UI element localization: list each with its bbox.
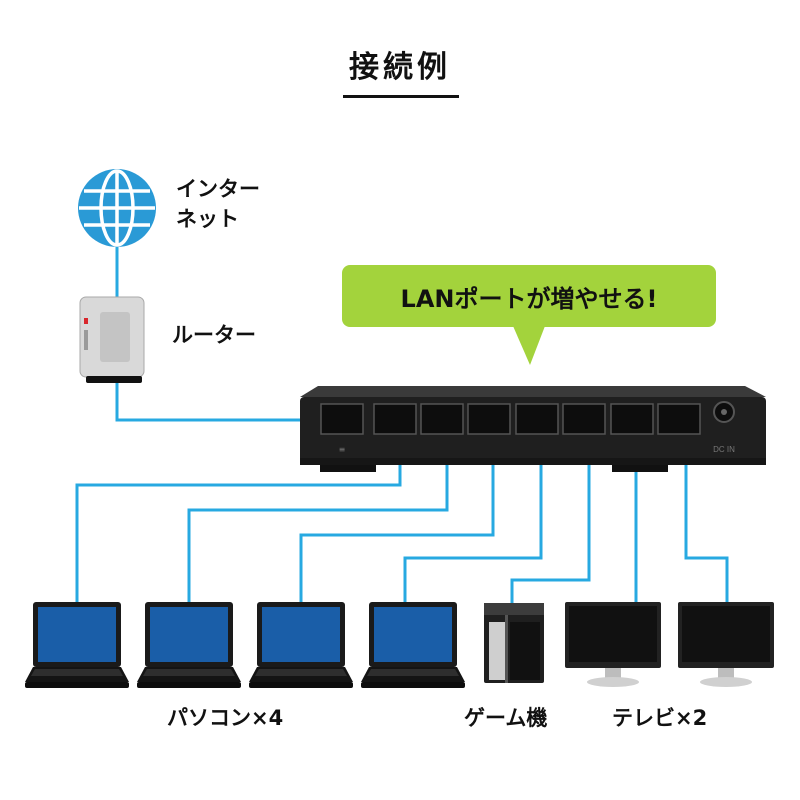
tv-label: テレビ×2	[612, 706, 708, 730]
port-mark: ≡	[339, 445, 346, 454]
pc-label: パソコン×4	[167, 706, 284, 730]
callout-tail	[513, 326, 545, 365]
internet-label-line2: ネット	[176, 207, 239, 231]
diagram-title: 接続例	[349, 50, 451, 85]
monitor-icon	[678, 602, 774, 687]
cable-router-switch	[115, 378, 345, 422]
laptop-icon	[361, 602, 465, 688]
monitor-icon	[565, 602, 661, 687]
game-console-icon	[484, 603, 544, 683]
switch-ports	[320, 403, 701, 435]
cable-pc3	[299, 420, 495, 610]
globe-icon	[78, 169, 156, 247]
callout-banner: LANポートが増やせる!	[342, 265, 716, 327]
internet-label-line1: インター	[176, 177, 260, 201]
switch-icon: DC IN ≡	[300, 386, 766, 472]
title-underline	[343, 95, 459, 98]
laptop-icon	[137, 602, 241, 688]
laptop-icon	[249, 602, 353, 688]
router-icon	[79, 296, 145, 383]
cable-tv2	[684, 420, 729, 602]
cable-game	[510, 420, 591, 603]
laptop-icon	[25, 602, 129, 688]
dc-in-label: DC IN	[713, 445, 735, 454]
cable-pc4	[403, 420, 543, 610]
game-label: ゲーム機	[464, 706, 548, 730]
router-label: ルーター	[172, 323, 256, 347]
